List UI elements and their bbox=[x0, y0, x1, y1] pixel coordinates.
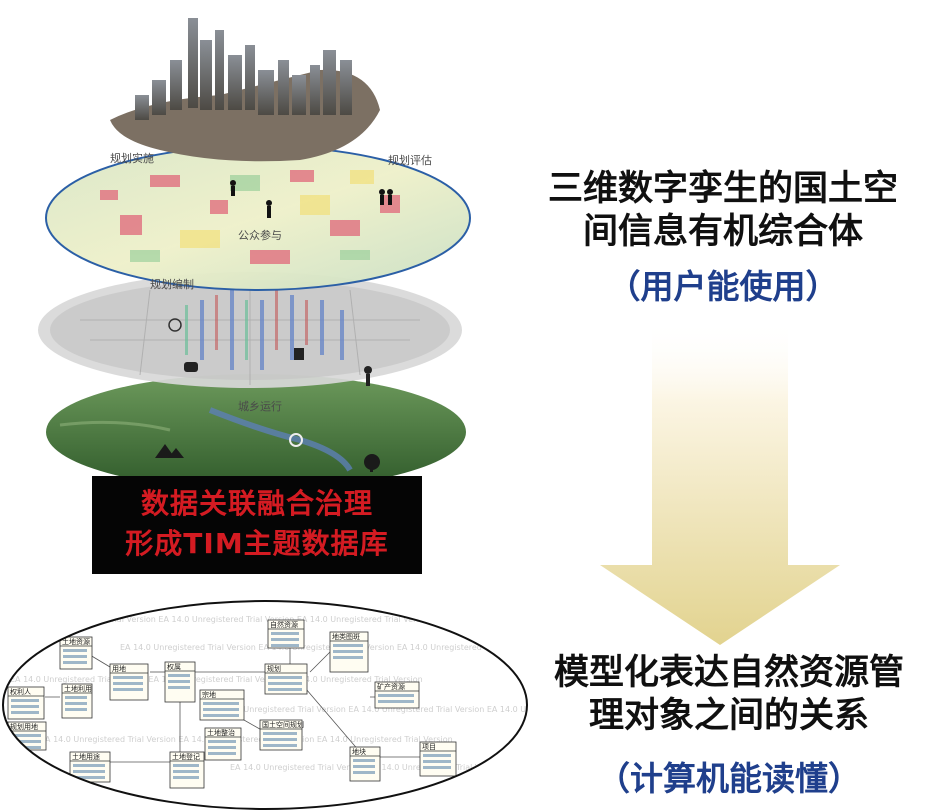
layer-label-plan-compile: 规划编制 bbox=[150, 278, 194, 291]
uml-watermark: EA 14.0 Unregistered Trial Version EA 14… bbox=[10, 675, 423, 684]
layer-label-urban-rural-ops: 城乡运行 bbox=[238, 400, 282, 413]
uml-class-name: 地类图斑 bbox=[332, 632, 360, 641]
uml-class-name: 权属 bbox=[167, 662, 181, 671]
layer-label-public-participation: 公众参与 bbox=[238, 229, 282, 242]
computer-readable-subheading: （计算机能读懂） bbox=[597, 759, 861, 798]
uml-class-name: 规划 bbox=[267, 664, 281, 673]
city-skyline bbox=[110, 18, 380, 162]
down-arrow-icon bbox=[600, 320, 840, 645]
uml-class-box bbox=[61, 683, 93, 719]
uml-watermark: EA 14.0 Unregistered Trial Version EA 14… bbox=[20, 615, 433, 624]
digital-twin-heading-line-1: 三维数字孪生的国土空 bbox=[547, 169, 898, 209]
uml-class-name: 土地整治 bbox=[207, 728, 235, 737]
uml-class-name: 土地登记 bbox=[172, 752, 200, 761]
uml-class-name: 土地利用 bbox=[64, 684, 92, 693]
layer-label-plan-implement: 规划实施 bbox=[110, 152, 154, 165]
relationship-heading-line-2: 理对象之间的关系 bbox=[588, 696, 869, 736]
uml-class-name: 国土空间规划 bbox=[262, 720, 304, 729]
uml-watermark: EA 14.0 Unregistered Trial Version EA 14… bbox=[120, 643, 530, 652]
layered-map-illustration bbox=[38, 18, 471, 480]
urban-layer bbox=[38, 272, 462, 388]
layer-label-plan-evaluate: 规划评估 bbox=[388, 154, 432, 167]
uml-watermark: EA 14.0 Unregistered Trial Version EA 14… bbox=[210, 705, 530, 714]
digital-twin-heading-line-2: 间信息有机综合体 bbox=[582, 212, 863, 252]
uml-class-name: 地块 bbox=[352, 747, 366, 756]
uml-class-name: 土地资源 bbox=[62, 637, 90, 646]
uml-class-name: 项目 bbox=[422, 743, 436, 751]
relationship-heading-line-1: 模型化表达自然资源管 bbox=[553, 653, 904, 693]
banner-line-1: 数据关联融合治理 bbox=[140, 487, 373, 520]
planning-layer bbox=[45, 145, 471, 291]
uml-class-name: 土地用途 bbox=[72, 752, 100, 761]
user-usable-subheading: （用户能使用） bbox=[607, 267, 839, 306]
digital-twin-heading: 三维数字孪生的国土空 间信息有机综合体 bbox=[518, 168, 928, 254]
uml-class-name: 宗地 bbox=[202, 690, 216, 699]
uml-class-box bbox=[349, 746, 381, 782]
banner-line-2: 形成TIM主题数据库 bbox=[125, 527, 389, 560]
uml-class-name: 权利人 bbox=[10, 687, 31, 696]
tim-database-banner: 数据关联融合治理 形成TIM主题数据库 bbox=[92, 476, 422, 574]
uml-class-name: 矿产资源 bbox=[377, 682, 405, 691]
uml-watermark: EA 14.0 Unregistered Trial Version EA 14… bbox=[40, 735, 453, 744]
uml-class-box bbox=[419, 741, 457, 777]
uml-class-name: 自然资源 bbox=[270, 620, 298, 629]
uml-class-name: 用地 bbox=[112, 664, 126, 673]
uml-model-diagram: EA 14.0 Unregistered Trial Version EA 14… bbox=[2, 600, 530, 810]
terrain-layer bbox=[46, 374, 466, 480]
uml-class-name: 规划用地 bbox=[10, 722, 38, 731]
relationship-modeling-heading: 模型化表达自然资源管 理对象之间的关系 bbox=[524, 652, 934, 738]
